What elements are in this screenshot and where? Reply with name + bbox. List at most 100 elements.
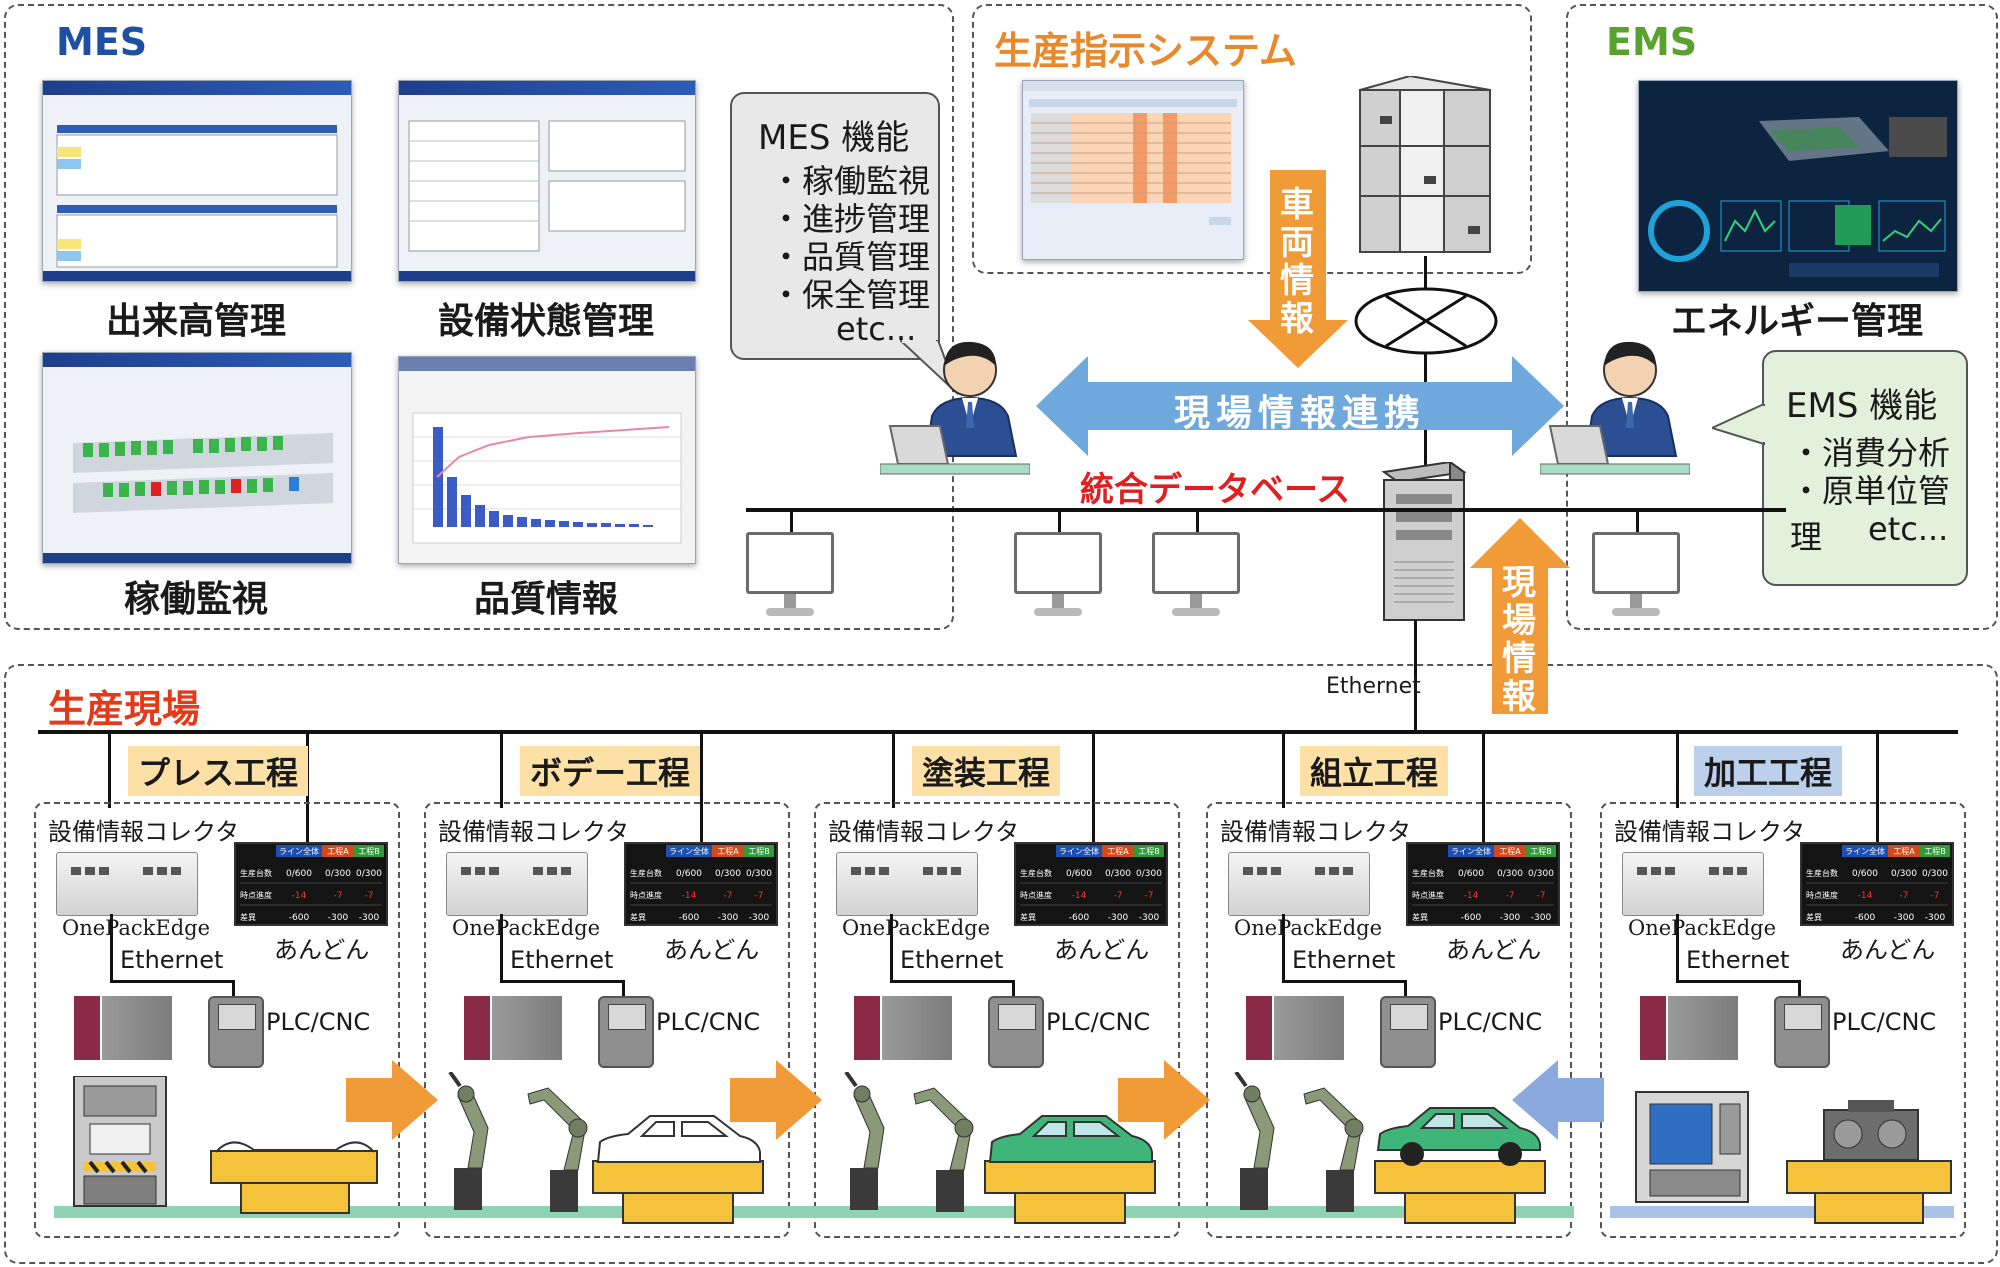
andon-row-label: 時点進度 xyxy=(1412,890,1444,900)
collector-down-line xyxy=(1676,914,1679,982)
andon-value: 0/600 xyxy=(286,869,312,879)
mes-operator-icon xyxy=(880,341,1030,475)
onepackedge-device-icon xyxy=(1622,852,1764,916)
andon-value: -300 xyxy=(718,913,739,923)
mes-screen-output xyxy=(42,80,352,282)
andon-row-label: 生産台数 xyxy=(1806,868,1838,878)
field-bus-line xyxy=(1676,980,1800,983)
process-zone xyxy=(1206,802,1572,1238)
andon-row-label: 生産台数 xyxy=(240,868,272,878)
pc-monitor-icon xyxy=(746,532,834,624)
onepackedge-device-icon xyxy=(56,852,198,916)
plc-unit-icon xyxy=(464,996,562,1060)
car-body-painted-icon xyxy=(988,1115,1153,1163)
andon-value: -7 xyxy=(334,891,343,901)
andon-value: -7 xyxy=(1900,891,1909,901)
andon-value: -14 xyxy=(1858,891,1873,901)
andon-value: -300 xyxy=(1108,913,1129,923)
andon-drop-line xyxy=(700,732,703,842)
database-server-icon xyxy=(1381,462,1467,621)
ems-bubble-item: ・消費分析 xyxy=(1790,434,1951,472)
ems-bubble-title: EMS 機能 xyxy=(1786,386,1938,426)
andon-display: ライン全体 工程A 工程B 生産台数 0/600 0/300 0/300 時点進… xyxy=(1800,842,1954,926)
andon-value: -7 xyxy=(365,891,374,901)
andon-value: -7 xyxy=(755,891,764,901)
db-floor-line xyxy=(1414,620,1417,730)
mes-bubble-item: ・保全管理 xyxy=(770,276,931,314)
andon-value: 0/300 xyxy=(1891,869,1917,879)
onepackedge-device-icon xyxy=(1228,852,1370,916)
andon-label: あんどん xyxy=(1840,936,1936,964)
work-fixture-leg xyxy=(240,1182,350,1214)
pc-monitor-icon xyxy=(1592,532,1680,624)
process-label: 加工工程 xyxy=(1694,746,1843,796)
cnc-pendant-icon xyxy=(1380,996,1436,1068)
device-name: OnePackEdge xyxy=(1234,916,1383,940)
andon-display: ライン全体 工程A 工程B 生産台数 0/600 0/300 0/300 時点進… xyxy=(1406,842,1560,926)
collector-label: 設備情報コレクタ xyxy=(48,818,240,846)
andon-row-label: 生産台数 xyxy=(630,868,662,878)
onepackedge-device-icon xyxy=(836,852,978,916)
andon-value: -300 xyxy=(359,913,380,923)
instruction-section xyxy=(972,4,1532,274)
andon-value: -300 xyxy=(328,913,349,923)
andon-value: 0/300 xyxy=(325,869,351,879)
pendant-drop-line xyxy=(232,980,235,998)
process-drop-line xyxy=(892,732,895,808)
onepackedge-device-icon xyxy=(446,852,588,916)
plc-unit-icon xyxy=(854,996,952,1060)
andon-value: -14 xyxy=(1072,891,1087,901)
flow-arrow-orange xyxy=(346,1060,438,1140)
field-info-label: 現場情報 xyxy=(1502,563,1536,717)
andon-value: 0/300 xyxy=(746,869,772,879)
andon-value: -7 xyxy=(1506,891,1515,901)
andon-header: ライン全体 xyxy=(1845,846,1885,856)
andon-value: -300 xyxy=(1531,913,1552,923)
andon-header: ライン全体 xyxy=(279,846,319,856)
andon-row-label: 差異 xyxy=(240,912,256,922)
andon-label: あんどん xyxy=(664,936,760,964)
plc-cnc-label: PLC/CNC xyxy=(1046,1008,1151,1036)
andon-row-label: 差異 xyxy=(1806,912,1822,922)
collector-down-line xyxy=(500,914,503,982)
collector-label: 設備情報コレクタ xyxy=(1614,818,1806,846)
work-fixture-leg xyxy=(622,1192,734,1224)
painting-robot-icon xyxy=(844,1072,885,1210)
work-fixture-leg xyxy=(1014,1192,1126,1224)
pc-monitor-icon xyxy=(1014,532,1102,624)
ethernet-label: Ethernet xyxy=(900,946,1004,974)
pendant-drop-line xyxy=(1798,980,1801,998)
andon-header: 工程A xyxy=(1893,847,1915,856)
andon-value: 0/300 xyxy=(1136,869,1162,879)
integrated-database-label: 統合データベース xyxy=(1080,470,1351,510)
instruction-title: 生産指示システム xyxy=(994,29,1297,73)
painting-robot-icon xyxy=(913,1087,974,1212)
andon-row-label: 生産台数 xyxy=(1020,868,1052,878)
device-name: OnePackEdge xyxy=(62,916,211,940)
field-bus-line xyxy=(1282,980,1406,983)
cnc-pendant-icon xyxy=(208,996,264,1068)
field-bus-line xyxy=(500,980,624,983)
andon-value: -600 xyxy=(679,913,700,923)
cnc-machine-icon xyxy=(1635,1091,1749,1203)
andon-header: 工程B xyxy=(1138,847,1160,856)
andon-value: 0/600 xyxy=(676,869,702,879)
andon-header: ライン全体 xyxy=(1059,846,1099,856)
ems-section xyxy=(1566,4,1998,630)
ems-function-bubble: EMS 機能 ・消費分析 ・原単位管理 etc... xyxy=(1762,350,1968,586)
andon-header: 工程A xyxy=(327,847,349,856)
office-lan-line xyxy=(746,508,1786,512)
device-name: OnePackEdge xyxy=(1628,916,1777,940)
andon-header: 工程B xyxy=(1530,847,1552,856)
andon-label: あんどん xyxy=(1446,936,1542,964)
andon-row-label: 差異 xyxy=(1412,912,1428,922)
instruction-screen xyxy=(1022,80,1244,260)
ethernet-label: Ethernet xyxy=(510,946,614,974)
field-bus-line xyxy=(890,980,1014,983)
field-info-arrow xyxy=(1470,518,1570,714)
pc-monitor-icon xyxy=(1152,532,1240,624)
andon-value: -300 xyxy=(749,913,770,923)
process-zone xyxy=(1600,802,1966,1238)
andon-value: -600 xyxy=(1855,913,1876,923)
work-fixture-leg xyxy=(1404,1192,1516,1224)
